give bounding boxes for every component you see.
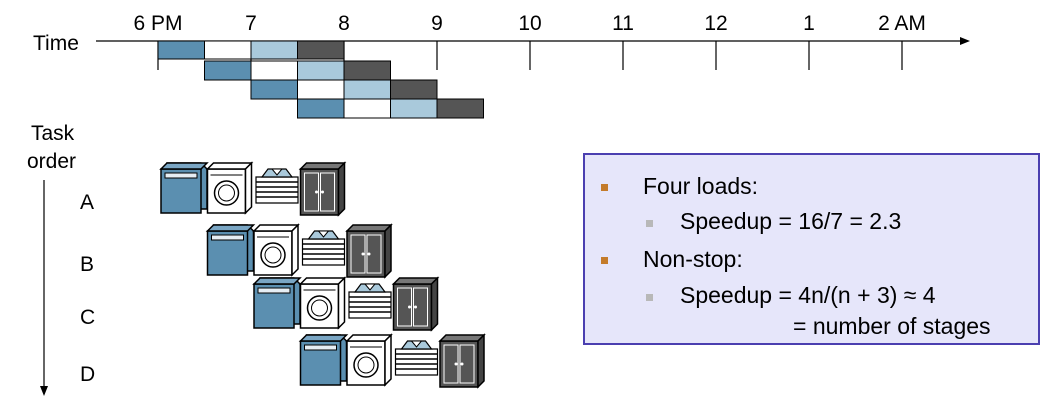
note-item-label: Four loads: xyxy=(643,173,759,199)
note-item-label: Non-stop: xyxy=(643,246,743,272)
note-item-non-stop: Non-stop: xyxy=(601,246,743,272)
washer-icon xyxy=(299,334,348,386)
time-ticks: 6 PM 7 8 9 10 11 12 1 2 AM xyxy=(133,12,926,70)
task-label: C xyxy=(80,306,95,329)
time-tick-label: 11 xyxy=(612,12,634,35)
washer-icon xyxy=(160,162,208,214)
time-tick-label: 6 PM xyxy=(133,12,182,35)
bullet-square-icon xyxy=(601,257,608,264)
task-order-arrow xyxy=(40,180,48,396)
time-axis-label: Time xyxy=(33,32,79,55)
dryer-icon xyxy=(253,224,299,276)
stage-bar-closet xyxy=(390,79,438,100)
note-subitem-text: = number of stages xyxy=(793,313,991,339)
speedup-note: Four loads: Speedup = 16/7 = 2.3 Non-sto… xyxy=(583,153,1040,345)
time-tick-label: 12 xyxy=(704,12,727,35)
time-tick-label: 10 xyxy=(518,12,541,35)
stage-bar-dryer xyxy=(250,60,298,81)
dryer-icon xyxy=(346,334,392,386)
stage-bar-folding xyxy=(297,60,345,81)
dryer-icon xyxy=(206,162,253,214)
stage-bar-washer xyxy=(250,79,298,100)
stage-bar-folding xyxy=(343,79,391,100)
time-tick-label: 9 xyxy=(431,12,443,35)
stage-bar-washer xyxy=(157,40,205,60)
note-subitem-text: Speedup = 16/7 = 2.3 xyxy=(680,208,902,234)
folding-icon xyxy=(348,283,392,319)
folding-icon xyxy=(255,168,299,204)
time-tick-label: 2 AM xyxy=(878,12,926,35)
stage-bar-closet xyxy=(297,40,345,60)
stage-bar-closet xyxy=(343,60,391,81)
dryer-icon xyxy=(299,277,346,329)
closet-icon xyxy=(299,162,346,216)
washer-icon xyxy=(206,224,255,276)
stage-bar-dryer xyxy=(297,79,345,100)
note-subitem-speedup-four: Speedup = 16/7 = 2.3 xyxy=(646,208,902,234)
bullet-square-icon xyxy=(601,184,608,191)
task-rows: A B C D xyxy=(80,162,485,388)
stage-bar-dryer xyxy=(343,98,391,119)
stage-bar-closet xyxy=(436,98,484,119)
task-order-label-line2: order xyxy=(27,150,76,173)
stage-bar-dryer xyxy=(204,40,252,60)
bullet-square-icon xyxy=(646,294,653,301)
note-subitem-text: Speedup = 4n/(n + 3) ≈ 4 xyxy=(680,282,936,308)
task-label: A xyxy=(80,191,94,214)
note-subitem-continuation: = number of stages xyxy=(793,313,991,339)
note-item-four-loads: Four loads: xyxy=(601,173,759,199)
pipeline-bars xyxy=(157,40,484,119)
task-order-label-line1: Task xyxy=(31,122,75,145)
task-label: D xyxy=(80,363,95,386)
stage-bar-washer xyxy=(204,60,252,81)
folding-icon xyxy=(394,340,439,376)
closet-icon xyxy=(392,277,439,331)
folding-icon xyxy=(301,230,346,266)
stage-bar-washer xyxy=(297,98,345,119)
stage-bar-folding xyxy=(250,40,298,60)
time-tick-label: 1 xyxy=(803,12,815,35)
closet-icon xyxy=(346,224,392,278)
stage-bar-folding xyxy=(390,98,438,119)
bullet-square-icon xyxy=(646,220,653,227)
time-tick-label: 7 xyxy=(245,12,257,35)
note-subitem-speedup-general: Speedup = 4n/(n + 3) ≈ 4 xyxy=(646,282,936,308)
closet-icon xyxy=(439,334,485,388)
task-label: B xyxy=(80,253,94,276)
washer-icon xyxy=(253,277,301,329)
time-tick-label: 8 xyxy=(338,12,350,35)
